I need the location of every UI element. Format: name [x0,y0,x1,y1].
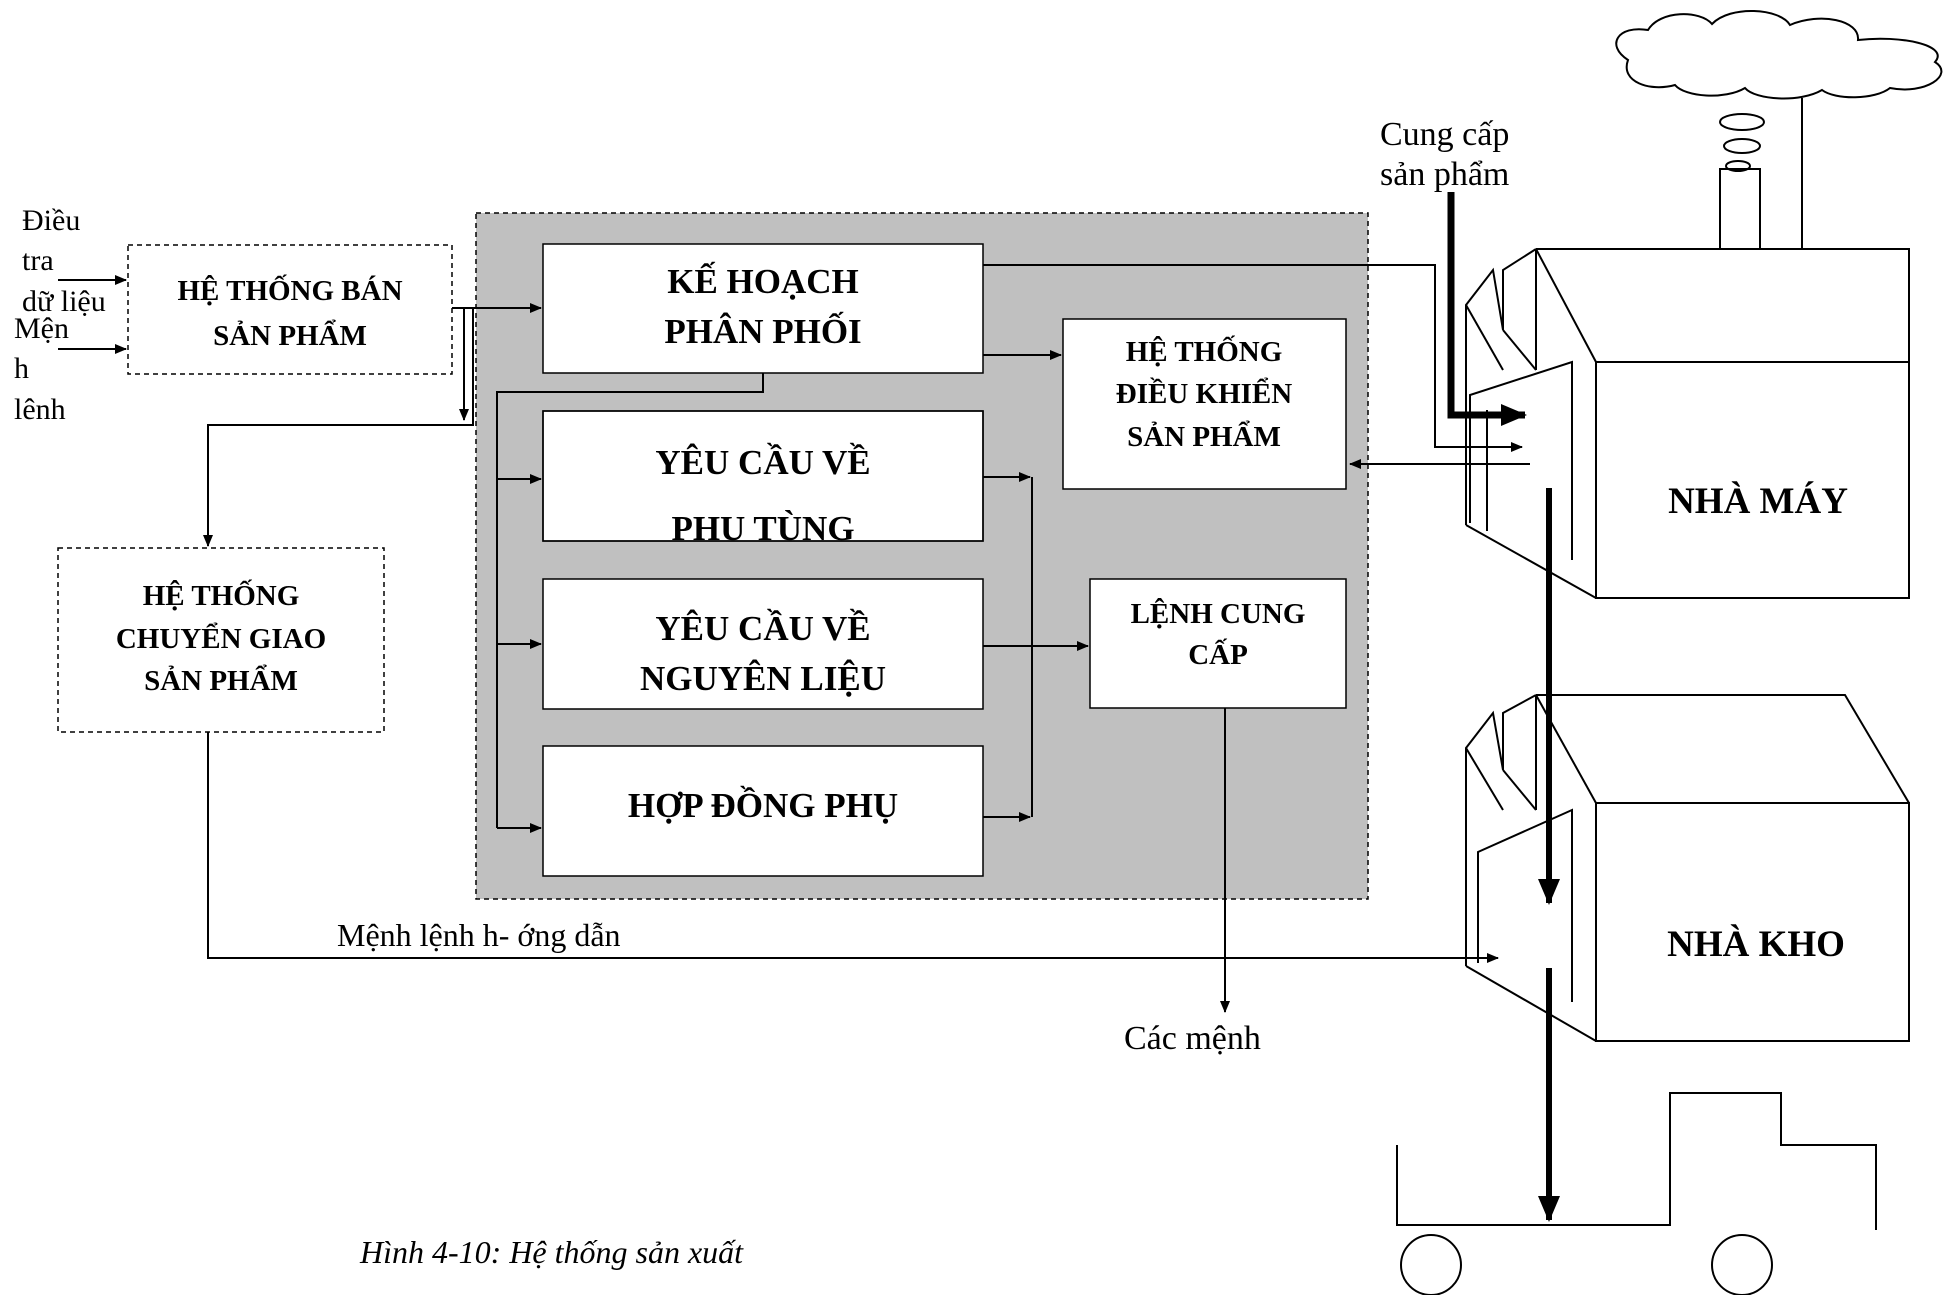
delivery-system-line2: CHUYỂN GIAO [116,622,326,655]
material-request-line2: NGUYÊN LIỆU [640,658,886,698]
command-label-line2: h [14,352,29,385]
guide-command-label: Mệnh lệnh h- ớng dẫn [337,917,621,953]
survey-label-line1: Điều [22,204,80,237]
survey-label-line2: tra [22,244,54,277]
supply-product-line1: Cung cấp [1380,116,1509,153]
subcontract-line1: HỢP ĐỒNG PHỤ [628,784,898,825]
delivery-system-line3: SẢN PHẨM [144,664,298,697]
parts-request-line1: YÊU CẦU VỀ [655,442,870,482]
command-label-line1: Mện [14,312,69,345]
control-system-line2: ĐIỀU KHIỂN [1116,376,1293,410]
delivery-system-line1: HỆ THỐNG [143,578,300,612]
warehouse-building [1466,695,1909,1041]
sales-system-line1: HỆ THỐNG BÁN [177,273,402,307]
factory-label: NHÀ MÁY [1668,480,1848,522]
supply-order-line2: CẤP [1188,637,1248,671]
distribution-plan-line2: PHÂN PHỐI [664,310,861,351]
figure-caption: Hình 4-10: Hệ thống sản xuất [359,1234,744,1270]
sales-system-box [128,245,452,374]
sales-system-line2: SẢN PHẨM [213,319,367,352]
warehouse-label: NHÀ KHO [1667,923,1845,965]
supply-product-line2: sản phẩm [1380,156,1509,193]
control-system-line3: SẢN PHẨM [1127,420,1281,453]
command-label-line3: lệnh [14,393,66,426]
truck-icon [1397,1093,1876,1295]
control-system-line1: HỆ THỐNG [1126,334,1283,368]
commands-out-label: Các mệnh [1124,1020,1261,1057]
material-request-line1: YÊU CẦU VỀ [655,608,870,648]
supply-order-line1: LỆNH CUNG [1131,597,1306,630]
distribution-plan-line1: KẾ HOẠCH [667,261,859,301]
